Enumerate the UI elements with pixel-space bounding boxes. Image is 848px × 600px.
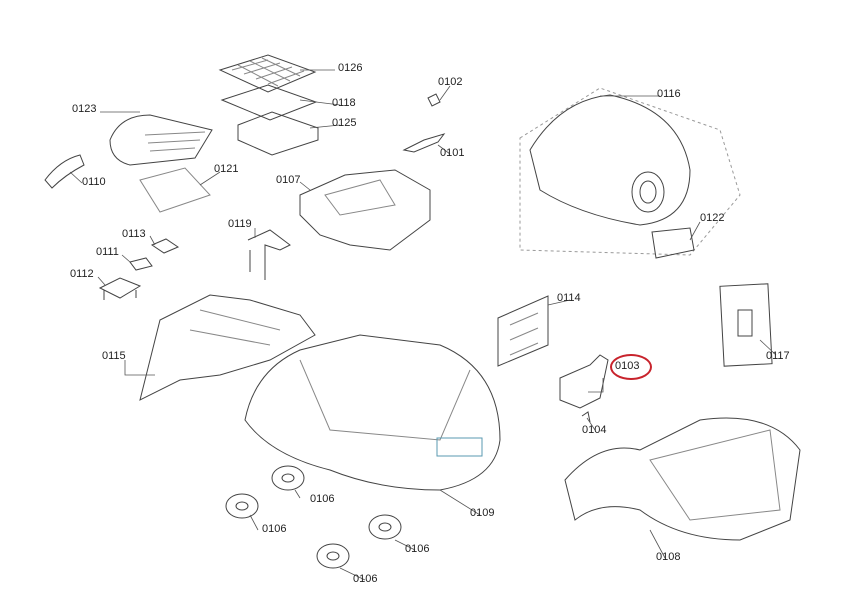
part-label: 0123 [72, 103, 97, 115]
part-0116-cover [529, 94, 691, 226]
part-label: 0111 [96, 246, 119, 258]
part-0123 [109, 114, 213, 166]
part-label: 0110 [82, 176, 106, 188]
part-0126-grid [218, 54, 317, 93]
part-0107 [299, 169, 431, 251]
part-0111 [129, 257, 153, 271]
part-label: 0104 [582, 424, 607, 436]
part-label: 0113 [122, 228, 146, 240]
group-outline-0116 [519, 87, 741, 256]
part-0118-filter [220, 84, 318, 121]
part-0119 [247, 229, 291, 280]
part-0110 [44, 154, 85, 189]
part-0122-handle [651, 227, 695, 259]
part-0108 [564, 417, 801, 541]
part-label: 0107 [276, 174, 301, 186]
part-label: 0115 [102, 350, 126, 362]
part-0115 [139, 294, 316, 401]
part-0113 [150, 238, 180, 254]
part-0121 [139, 167, 211, 213]
part-label: 0122 [700, 212, 725, 224]
part-label: 0101 [440, 147, 465, 159]
wheels-0106 [225, 465, 402, 569]
part-label: 0106 [353, 573, 378, 585]
part-0125-filter [237, 111, 319, 156]
part-label: 0126 [338, 62, 363, 74]
part-label: 0106 [310, 493, 335, 505]
part-label: 0109 [470, 507, 495, 519]
part-label: 0106 [262, 523, 287, 535]
part-0109 [244, 334, 501, 491]
part-label: 0102 [438, 76, 463, 88]
part-0114 [497, 295, 549, 367]
part-label: 0108 [656, 551, 681, 563]
highlight-circle [610, 354, 652, 380]
part-0101 [402, 133, 446, 153]
part-label: 0119 [228, 218, 252, 230]
part-label: 0114 [557, 292, 581, 304]
part-label: 0112 [70, 268, 94, 280]
highlighted-part-label: 0103 [615, 360, 640, 372]
part-label: 0117 [766, 350, 790, 362]
part-label: 0121 [214, 163, 239, 175]
part-0104 [581, 411, 591, 423]
part-0103 [559, 354, 609, 409]
part-label: 0116 [657, 88, 681, 100]
part-label: 0118 [332, 97, 356, 109]
part-0102 [427, 93, 441, 107]
part-label: 0125 [332, 117, 357, 129]
part-label: 0106 [405, 543, 430, 555]
part-0117-bag [719, 283, 773, 367]
part-0112 [98, 277, 142, 300]
